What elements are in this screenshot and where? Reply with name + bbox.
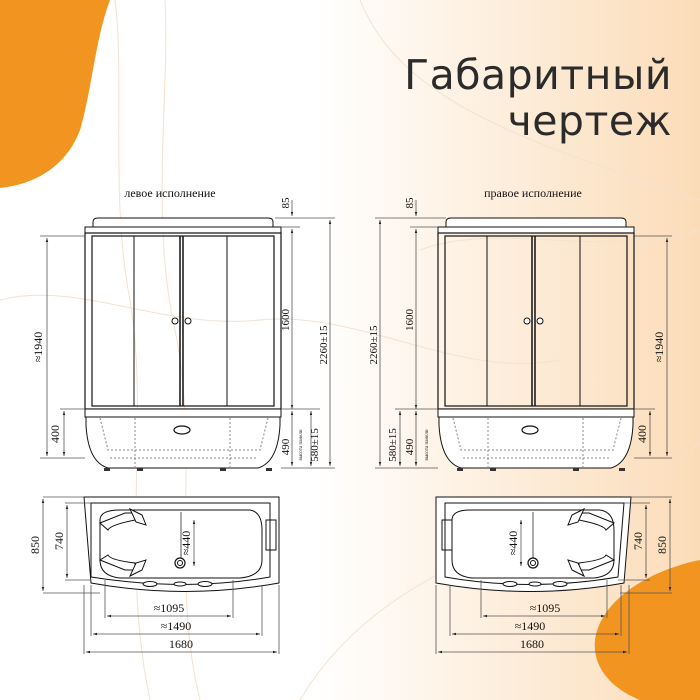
right-dim-cabin-height: ≈1940 <box>652 332 666 363</box>
right-plan-depth-inner: 740 <box>631 532 645 550</box>
left-dim-cabin-height: ≈1940 <box>31 332 45 363</box>
left-dim-top-cap: 85 <box>280 197 292 209</box>
title-line-2: чертеж <box>507 97 672 145</box>
left-plan-view: 850 740 ≈440 ≈1095 ≈1490 1680 <box>28 496 280 654</box>
right-plan-depth-total: 850 <box>655 536 669 554</box>
right-dim-base-height: 580±15 <box>387 428 399 462</box>
right-plan-bath-width: ≈440 <box>506 531 520 556</box>
page-title: Габаритный чертеж <box>404 52 672 144</box>
accent-blob-top-left <box>0 0 110 188</box>
left-dim-door-height: 1600 <box>280 309 292 332</box>
right-dim-top-cap: 85 <box>404 197 416 209</box>
right-dim-tub-height: 490 <box>404 438 416 455</box>
right-dim-tray-height: 400 <box>635 425 649 443</box>
left-plan-total-length: 1680 <box>169 637 193 651</box>
left-plan-bath-width: ≈440 <box>179 531 193 556</box>
left-front-view: левое исполнение ≈1940 <box>31 186 335 471</box>
accent-blob-bottom-right <box>594 560 700 700</box>
left-plan-inner-length: ≈1095 <box>154 601 185 615</box>
left-plan-mid-length: ≈1490 <box>161 619 192 633</box>
right-view-label: правое исполнение <box>484 186 582 200</box>
right-front-view: правое исполнение <box>368 186 672 471</box>
right-plan-inner-length: ≈1095 <box>530 601 561 615</box>
right-plan-mid-length: ≈1490 <box>515 619 546 633</box>
right-dim-door-height: 1600 <box>404 309 416 332</box>
left-view-label: левое исполнение <box>124 186 215 200</box>
left-dim-total-height: 2260±15 <box>318 325 330 365</box>
right-dim-total-height: 2260±15 <box>368 325 380 365</box>
left-plan-depth-total: 850 <box>28 536 42 554</box>
left-plan-depth-inner: 740 <box>52 532 66 550</box>
left-dim-base-height: 580±15 <box>309 428 321 462</box>
title-line-1: Габаритный <box>404 51 672 99</box>
right-dim-tub-height-note: высота панели <box>425 429 430 460</box>
left-dim-tub-height: 490 <box>280 438 292 455</box>
right-plan-view: 850 740 ≈440 ≈1095 ≈1490 1680 <box>435 496 672 654</box>
left-dim-tub-height-note: высота панели <box>299 429 304 460</box>
right-plan-total-length: 1680 <box>520 637 544 651</box>
left-dim-tray-height: 400 <box>48 425 62 443</box>
